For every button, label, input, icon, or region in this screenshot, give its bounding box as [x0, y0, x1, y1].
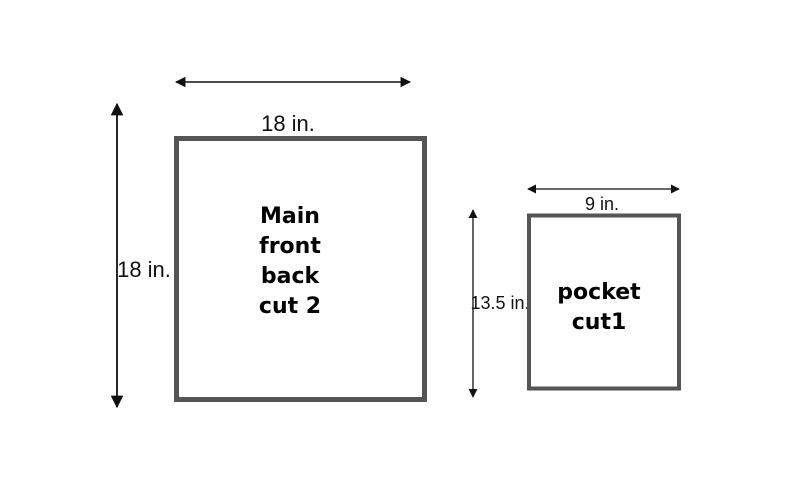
- pocket-piece-outline: [527, 213, 681, 391]
- main-label-line: front: [259, 234, 321, 259]
- main-piece-outline: [174, 136, 427, 402]
- pocket-label-line: pocket: [557, 280, 641, 305]
- pocket-width-label: 9 in.: [585, 194, 619, 214]
- main-height-label: 18 in.: [117, 257, 171, 282]
- main-label-line: back: [261, 264, 321, 289]
- pocket-height-label: 13.5 in.: [470, 293, 529, 313]
- main-width-label: 18 in.: [261, 111, 315, 136]
- pocket-piece: 9 in. 13.5 in. pocket cut1: [468, 184, 681, 398]
- main-piece: 18 in. 18 in. Main front back cut 2: [110, 76, 427, 409]
- main-label-line: Main: [260, 204, 320, 229]
- main-label-line: cut 2: [259, 294, 321, 319]
- pocket-label-line: cut1: [572, 310, 627, 335]
